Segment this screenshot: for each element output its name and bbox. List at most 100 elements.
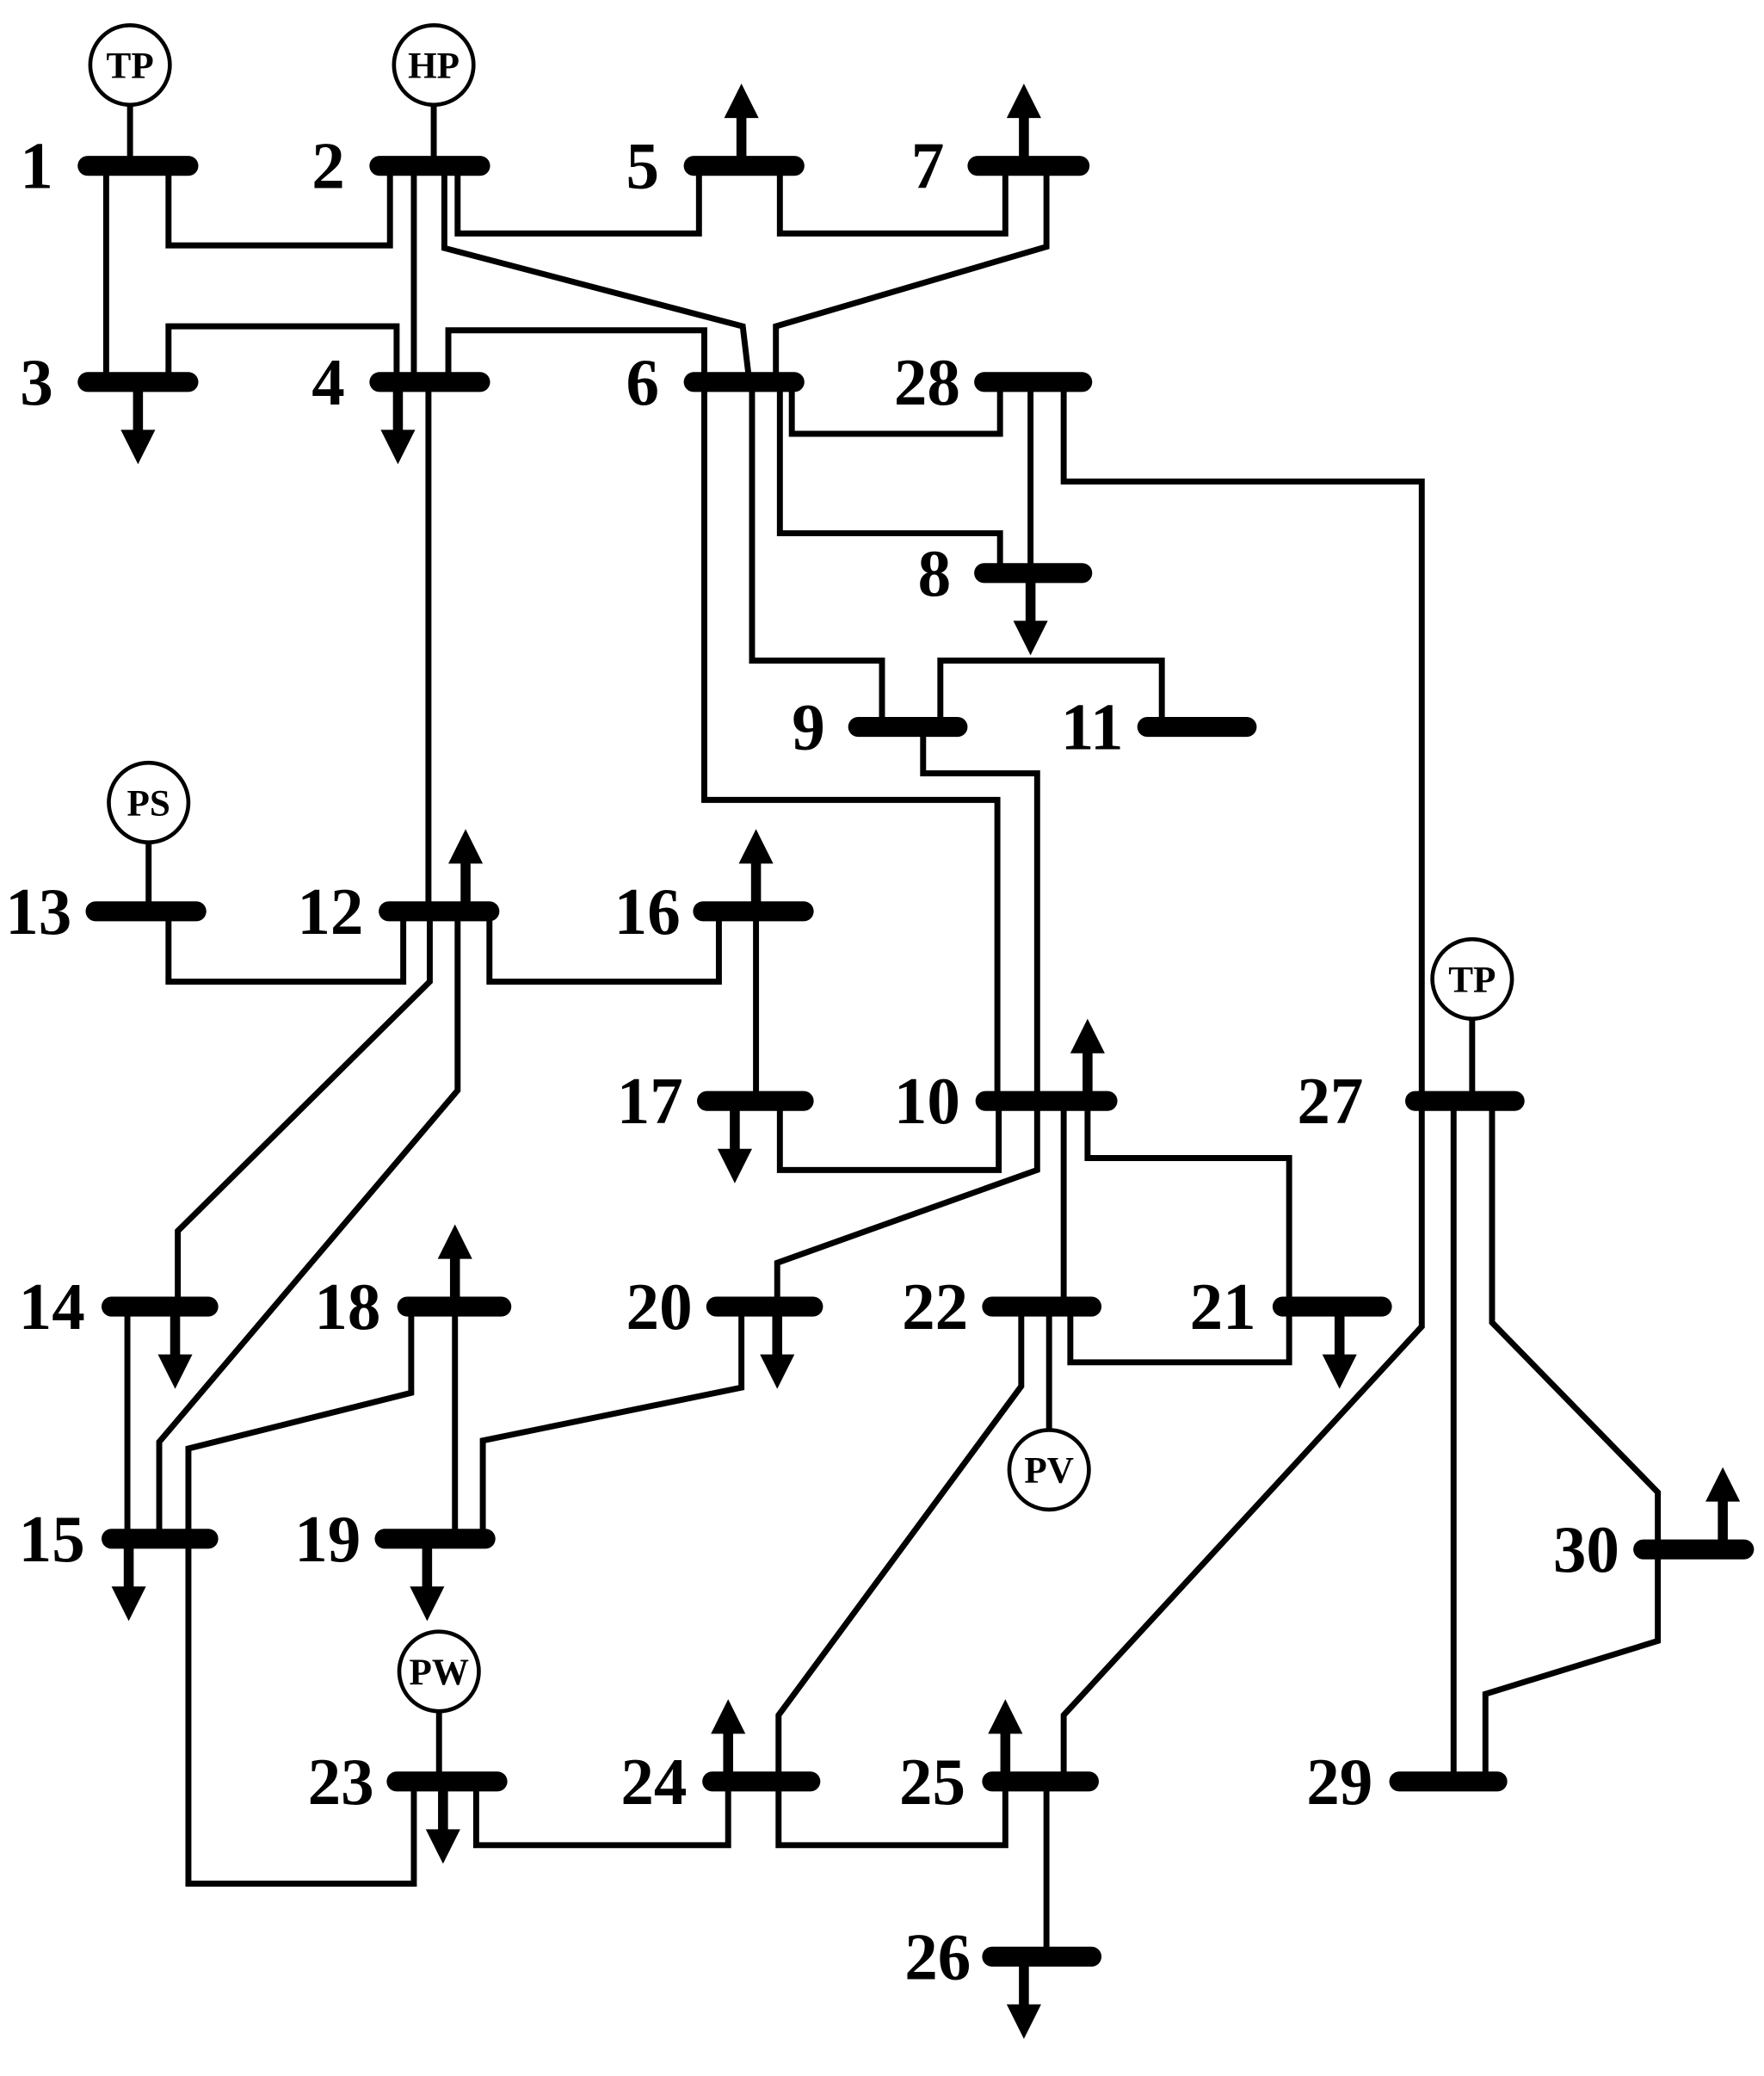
line-1-2	[165, 165, 393, 249]
load-arrow-19-icon	[410, 1538, 445, 1622]
load-arrow-18-icon	[437, 1224, 472, 1307]
line-10-17	[776, 1101, 1002, 1173]
load-arrow-7-icon	[1006, 83, 1041, 166]
line-22-24	[775, 1307, 1025, 1782]
bus-label-5: 5	[626, 129, 660, 203]
bus-label-11: 11	[1061, 690, 1124, 764]
line-6-28	[788, 381, 1003, 437]
bus-label-2: 2	[311, 129, 345, 203]
generator-circle-icon	[392, 22, 476, 108]
load-arrow-17-icon	[717, 1101, 752, 1183]
load-arrow-25-icon	[988, 1699, 1023, 1782]
bus-label-7: 7	[911, 129, 945, 203]
line-12-16	[486, 911, 722, 985]
bus-label-8: 8	[918, 536, 952, 610]
bus-label-15: 15	[19, 1502, 85, 1576]
generator-g1: TP	[88, 22, 172, 166]
line-6-10	[701, 381, 1001, 1102]
generator-label: PS	[127, 783, 170, 824]
line-6-9	[749, 381, 885, 727]
line-4-6	[445, 327, 707, 382]
line-12-13	[165, 911, 407, 985]
bus-label-4: 4	[311, 345, 345, 419]
line-2-5	[454, 165, 702, 237]
bus-label-20: 20	[626, 1270, 693, 1344]
transmission-lines	[102, 165, 1662, 1957]
line-10-20	[774, 1101, 1040, 1307]
generator-g23: PW	[397, 1629, 481, 1782]
load-arrow-8-icon	[1013, 572, 1048, 656]
generator-label: HP	[408, 46, 460, 87]
load-arrow-21-icon	[1322, 1307, 1357, 1389]
bus-label-27: 27	[1297, 1064, 1363, 1138]
bus-label-26: 26	[904, 1919, 971, 1993]
load-arrow-23-icon	[425, 1781, 460, 1864]
loads	[111, 83, 1741, 2039]
line-9-11	[937, 658, 1165, 727]
load-arrow-16-icon	[738, 829, 774, 911]
bus-label-29: 29	[1306, 1745, 1372, 1819]
bus-label-1: 1	[20, 129, 53, 203]
bus-label-12: 12	[297, 874, 363, 948]
generator-label: PV	[1024, 1451, 1074, 1492]
generator-g13: PS	[107, 760, 191, 911]
bus-label-14: 14	[19, 1270, 85, 1344]
bus-label-28: 28	[894, 345, 960, 419]
bus-label-9: 9	[792, 690, 825, 764]
bus-label-3: 3	[20, 345, 53, 419]
load-arrow-5-icon	[724, 83, 759, 166]
bus-label-6: 6	[626, 345, 660, 419]
bus-label-24: 24	[620, 1745, 687, 1819]
generator-circle-icon	[1430, 936, 1514, 1021]
line-3-4	[165, 323, 400, 382]
generator-circle-icon	[1007, 1428, 1091, 1512]
bus-label-21: 21	[1190, 1270, 1256, 1344]
line-25-27	[1060, 1101, 1425, 1782]
load-arrow-10-icon	[1070, 1018, 1105, 1102]
generator-circle-icon	[107, 760, 191, 844]
line-19-20	[479, 1307, 745, 1539]
load-arrow-3-icon	[120, 381, 156, 465]
generator-label: PW	[409, 1653, 469, 1693]
line-12-14	[175, 911, 433, 1307]
generator-g27: TP	[1430, 936, 1514, 1102]
line-27-28	[1060, 381, 1425, 1102]
line-5-7	[776, 165, 1008, 237]
buses	[77, 156, 1755, 1967]
line-9-10	[920, 726, 1040, 1102]
generator-circle-icon	[397, 1629, 481, 1714]
bus-label-30: 30	[1553, 1512, 1619, 1586]
load-arrow-30-icon	[1705, 1467, 1741, 1550]
line-15-18	[185, 1307, 415, 1539]
load-arrow-12-icon	[448, 829, 484, 911]
load-arrow-24-icon	[711, 1699, 746, 1782]
line-15-23	[185, 1538, 417, 1887]
load-arrow-14-icon	[157, 1307, 193, 1389]
load-arrow-4-icon	[380, 381, 416, 465]
load-arrow-20-icon	[760, 1307, 795, 1389]
line-23-24	[472, 1781, 731, 1849]
line-24-25	[775, 1781, 1008, 1849]
bus-label-16: 16	[614, 874, 681, 948]
bus-label-23: 23	[308, 1745, 374, 1819]
load-arrow-15-icon	[111, 1538, 146, 1622]
generator-label: TP	[107, 46, 154, 87]
generators: TP HP PS TP PV PW	[88, 22, 1514, 1782]
bus-label-17: 17	[617, 1064, 683, 1138]
line-21-22	[1067, 1307, 1292, 1366]
bus-label-22: 22	[902, 1270, 968, 1344]
generator-circle-icon	[88, 22, 172, 108]
line-29-30	[1482, 1549, 1662, 1782]
generator-label: TP	[1448, 960, 1496, 1000]
line-12-15	[156, 911, 461, 1539]
bus-label-19: 19	[294, 1502, 361, 1576]
bus-label-13: 13	[5, 874, 71, 948]
line-6-8	[776, 381, 1003, 573]
line-27-30	[1489, 1101, 1662, 1550]
bus-label-18: 18	[314, 1270, 380, 1344]
bus-label-10: 10	[894, 1064, 960, 1138]
bus-label-25: 25	[899, 1745, 965, 1819]
line-10-21	[1084, 1101, 1292, 1307]
